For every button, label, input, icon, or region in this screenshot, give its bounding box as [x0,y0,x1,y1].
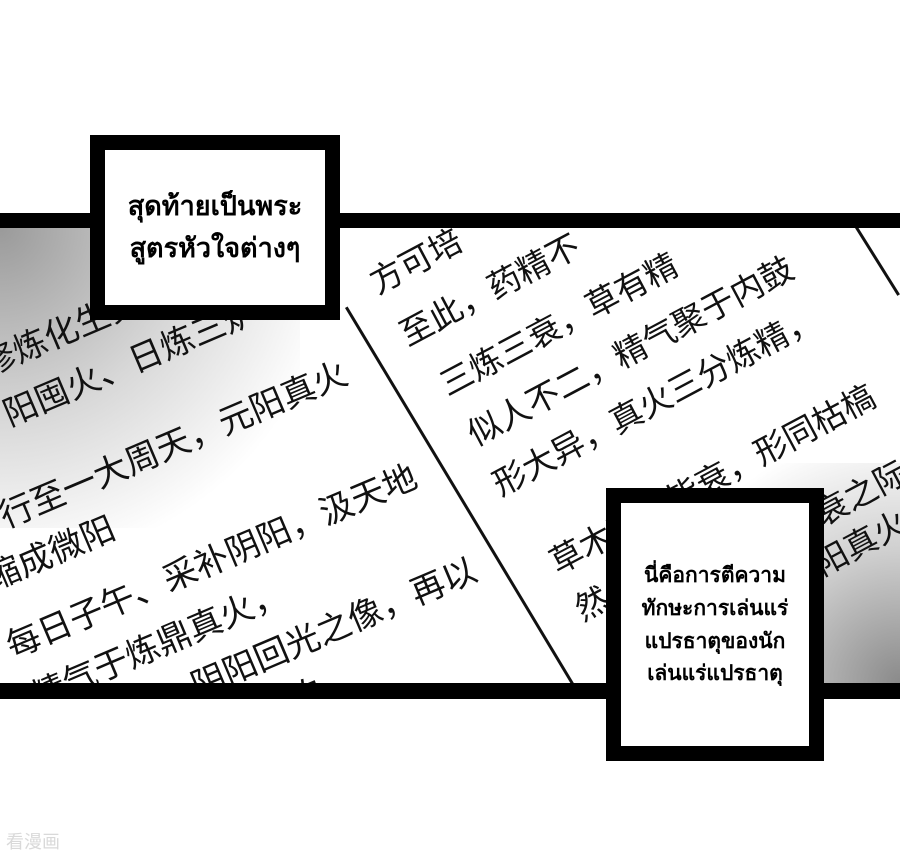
caption-line: ทักษะการเล่นแร่ [641,595,789,620]
caption-line: แปรธาตุของนัก [644,628,786,653]
caption-line: สูตรหัวใจต่างๆ [129,232,301,264]
caption-line: เล่นแร่แปรธาตุ [647,661,783,686]
page-edge-line [855,228,900,296]
caption-box-bottom: นี่คือการตีความ ทักษะการเล่นแร่ แปรธาตุข… [606,488,824,761]
caption-line: นี่คือการตีความ [644,563,786,588]
watermark: 看漫画 [6,832,60,853]
caption-box-top: สุดท้ายเป็นพระ สูตรหัวใจต่างๆ [90,135,340,320]
caption-line: สุดท้ายเป็นพระ [127,190,303,222]
